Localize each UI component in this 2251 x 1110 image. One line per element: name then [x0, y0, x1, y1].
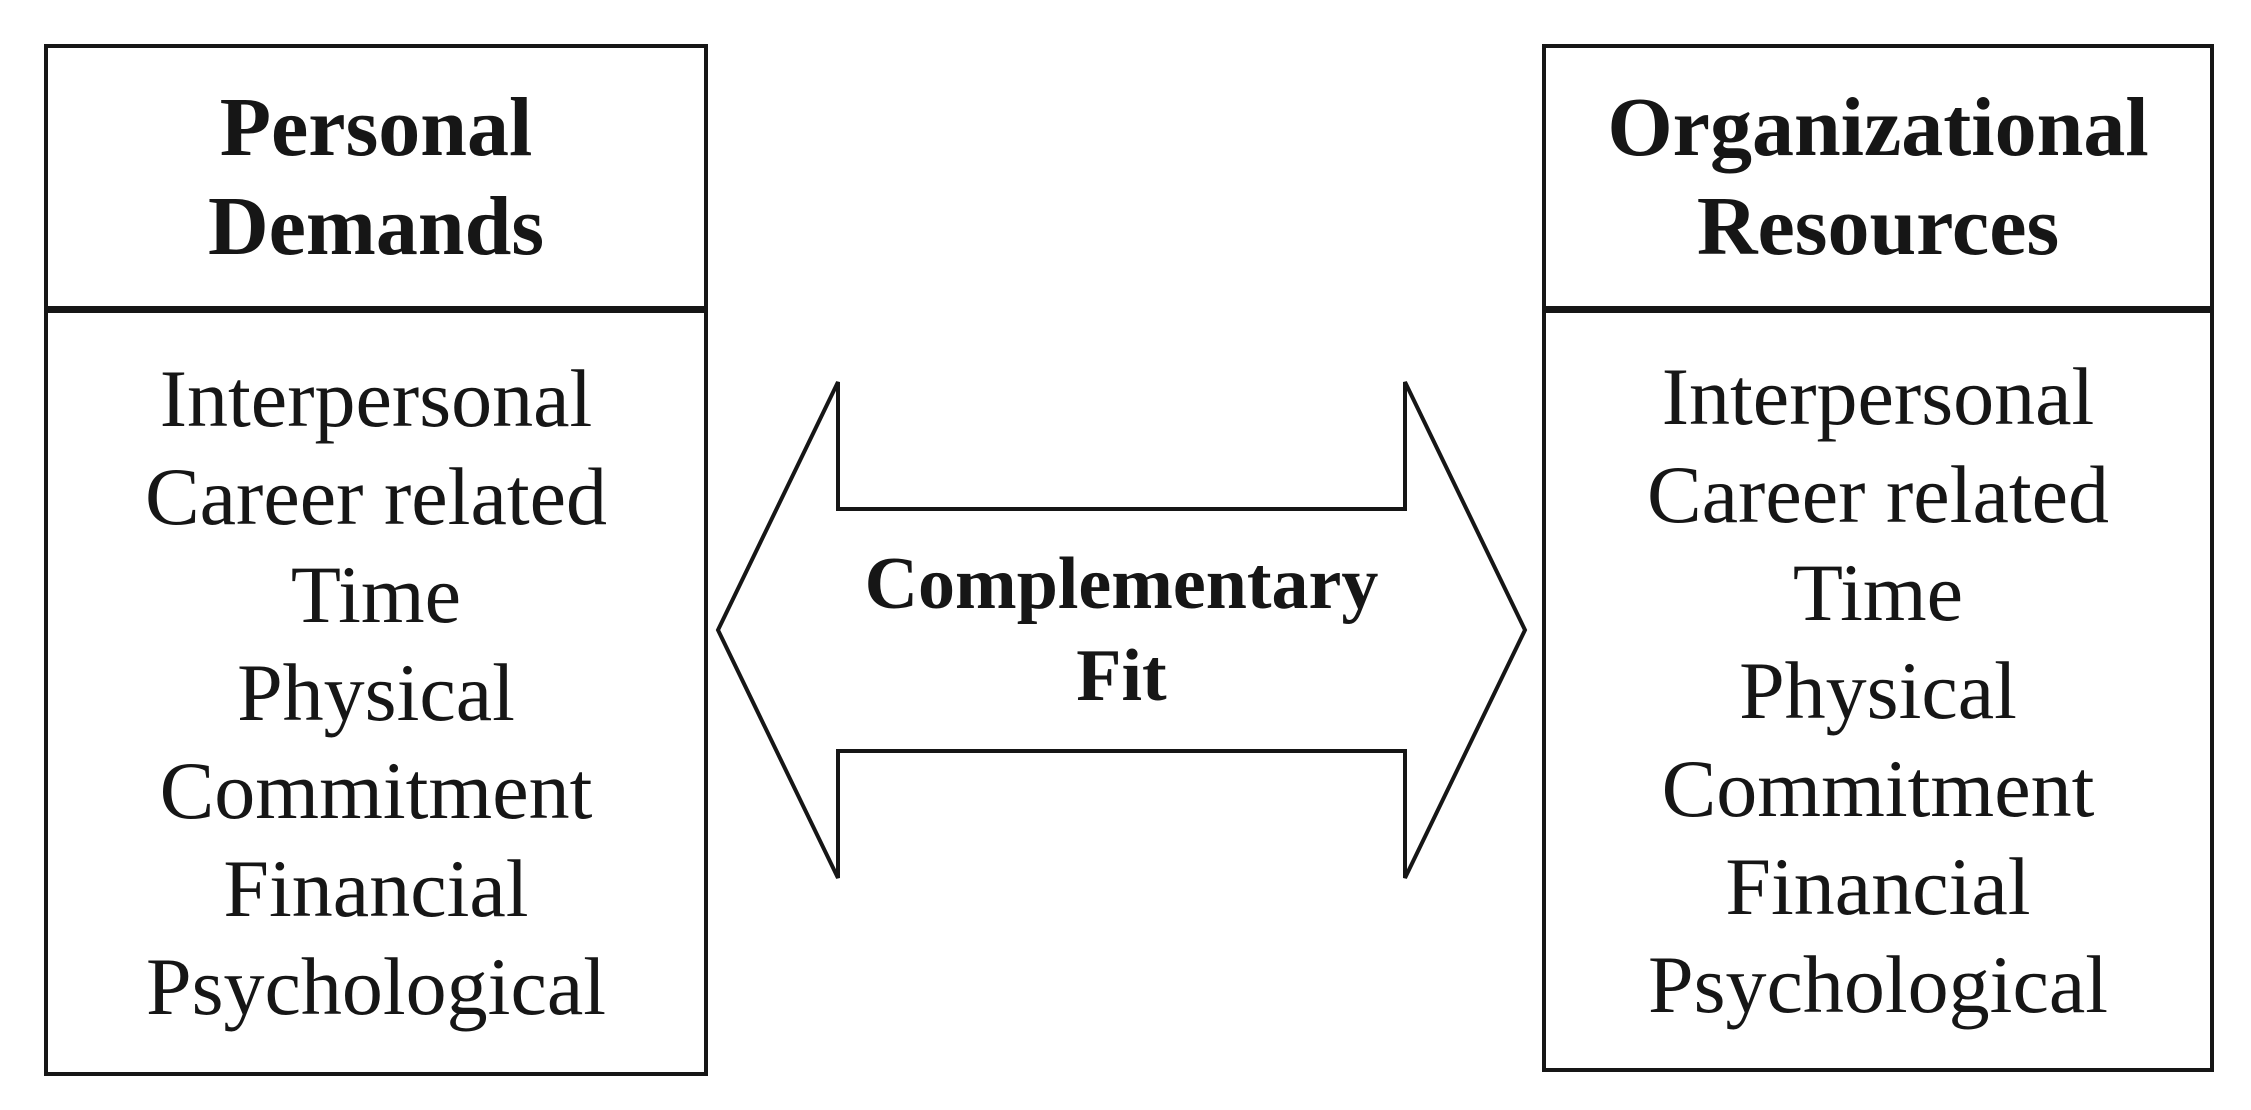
- list-item: Psychological: [1647, 938, 2109, 1030]
- list-item: Career related: [144, 450, 608, 542]
- arrow-label: Complementary Fit: [838, 509, 1405, 751]
- arrow-label-line-1: Complementary: [864, 543, 1379, 625]
- list-item: Time: [290, 548, 462, 640]
- organizational-resources-header: Organizational Resources: [1546, 48, 2210, 313]
- list-item: Financial: [223, 842, 529, 934]
- organizational-resources-title-line-1: Organizational: [1607, 81, 2149, 174]
- list-item: Commitment: [159, 744, 593, 836]
- list-item: Psychological: [145, 940, 607, 1032]
- list-item: Time: [1792, 546, 1964, 638]
- personal-demands-list: Interpersonal Career related Time Physic…: [48, 313, 704, 1072]
- list-item: Interpersonal: [159, 352, 593, 444]
- arrow-label-line-2: Fit: [1076, 635, 1167, 717]
- list-item: Commitment: [1661, 742, 2095, 834]
- double-arrow-shape: [715, 381, 1528, 879]
- organizational-resources-title-line-2: Resources: [1696, 180, 2060, 273]
- list-item: Interpersonal: [1661, 350, 2095, 442]
- list-item: Financial: [1725, 840, 2031, 932]
- organizational-resources-box: Organizational Resources Interpersonal C…: [1542, 44, 2214, 1072]
- personal-demands-title-line-1: Personal: [219, 81, 533, 174]
- list-item: Career related: [1646, 448, 2110, 540]
- list-item: Physical: [237, 646, 515, 738]
- organizational-resources-list: Interpersonal Career related Time Physic…: [1546, 313, 2210, 1068]
- personal-demands-header: Personal Demands: [48, 48, 704, 313]
- personal-demands-box: Personal Demands Interpersonal Career re…: [44, 44, 708, 1076]
- personal-demands-title-line-2: Demands: [207, 180, 545, 273]
- list-item: Physical: [1739, 644, 2017, 736]
